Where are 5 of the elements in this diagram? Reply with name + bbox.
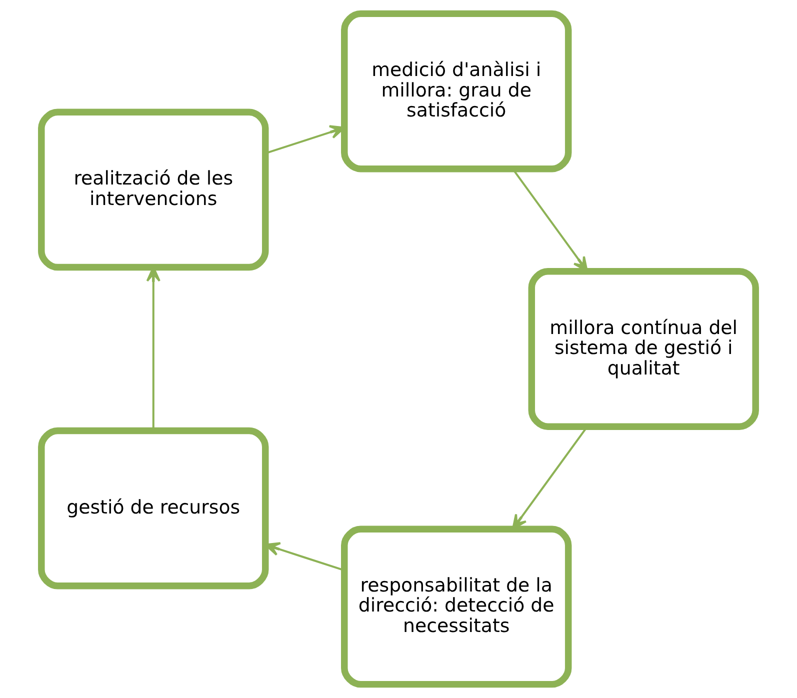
node-box: medició d'anàlisi i millora: grau de satisfacció	[341, 10, 572, 172]
node-box: millora contínua del sistema de gestió i qualitat	[528, 268, 759, 430]
node-box: realització de les intervencions	[38, 108, 269, 271]
node-box: gestió de recursos	[38, 427, 269, 590]
node-box: responsabilitat de la direcció: detecció de necessitats	[341, 526, 572, 688]
